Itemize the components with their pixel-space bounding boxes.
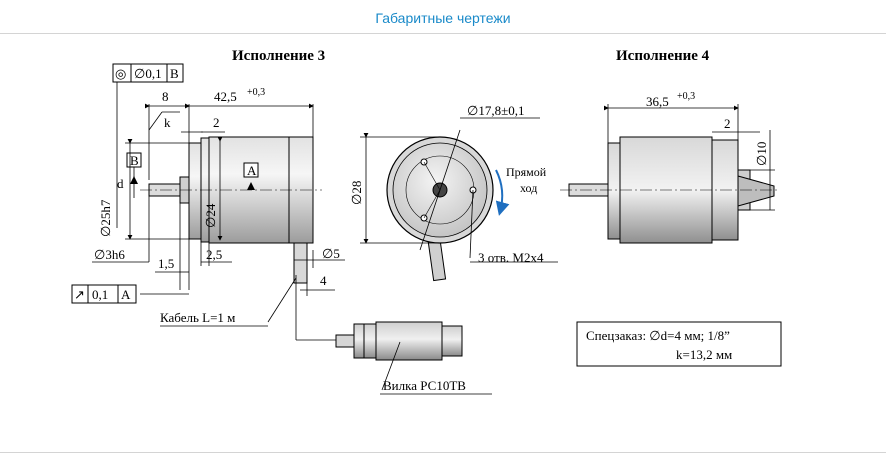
left-view-title: Исполнение 3 (232, 48, 325, 64)
plug-label: Вилка РС10ТВ (383, 378, 466, 393)
special-order-note-box (576, 321, 782, 367)
dim-24: ∅24 (203, 203, 218, 228)
dim-2: 2 (213, 115, 220, 130)
plug-connector (335, 321, 463, 361)
datum-a-triangle (247, 182, 255, 190)
divider-top (0, 33, 886, 34)
cable-label: Кабель L=1 м (160, 310, 235, 325)
dim-3h6: ∅3h6 (94, 247, 125, 262)
datum-b-label: B (130, 153, 139, 168)
special-order-line2: k=13,2 мм (676, 347, 732, 362)
concentricity-frame: ◎ ∅0,1 B (112, 63, 184, 83)
dim-4: 4 (320, 273, 327, 288)
section-tab-title[interactable]: Габаритные чертежи (375, 10, 511, 26)
dim-42-5-tol: +0,3 (247, 87, 265, 98)
svg-text:0,1: 0,1 (92, 287, 108, 302)
dim-d: d (117, 176, 124, 191)
svg-text:A: A (121, 287, 131, 302)
svg-text:B: B (170, 66, 179, 81)
dim-2-5: 2,5 (206, 247, 222, 262)
dim-10: ∅10 (754, 142, 769, 166)
svg-text:↗: ↗ (74, 287, 85, 302)
svg-text:∅0,1: ∅0,1 (134, 66, 162, 81)
rotation-label-2: ход (520, 181, 537, 195)
dim-right-2: 2 (724, 116, 731, 131)
dim-k: k (164, 115, 171, 130)
dim-1-5: 1,5 (158, 256, 174, 271)
datum-a-label: A (247, 163, 257, 178)
dim-36-5: 36,5 (646, 94, 669, 109)
dim-17-8: ∅17,8±0,1 (467, 103, 524, 118)
divider-bottom (0, 452, 886, 453)
special-order-line1: Спецзаказ: ∅d=4 мм; 1/8” (586, 328, 730, 343)
dim-8: 8 (162, 89, 169, 104)
dim-cable-5: ∅5 (322, 246, 340, 261)
dim-42-5: 42,5 (214, 89, 237, 104)
dim-36-5-tol: +0,3 (677, 91, 695, 102)
rotation-label-1: Прямой (506, 165, 547, 179)
runout-frame: ↗ 0,1 A (71, 284, 137, 304)
rotation-arrow (495, 169, 510, 216)
dim-25h7: ∅25h7 (98, 199, 113, 237)
right-view-title: Исполнение 4 (616, 48, 710, 64)
svg-text:◎: ◎ (115, 66, 126, 81)
holes-label: 3 отв. М2х4 (478, 250, 544, 265)
dim-28: ∅28 (349, 181, 364, 205)
datum-a-box (243, 162, 259, 178)
